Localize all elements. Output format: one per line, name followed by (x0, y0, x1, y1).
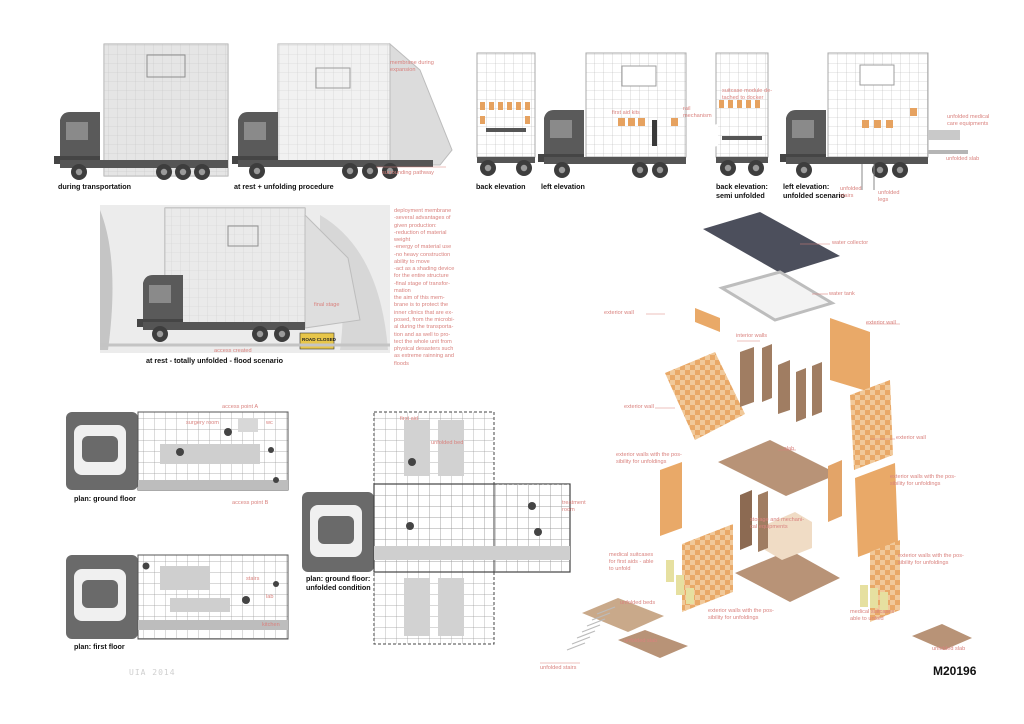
water-collector-panel (703, 212, 840, 274)
annotation-medical-suitcases-r: medical suitcases able to unfold (850, 609, 895, 622)
annotation-unfolded-bed: unfolded bed (431, 440, 464, 446)
caption-flood-scenario: at rest - totally unfolded - flood scena… (146, 356, 283, 365)
annotation-wc: wc (266, 420, 273, 426)
truck-back-elevation (476, 52, 536, 176)
annotation-first-aid-kits: first aid kits (612, 110, 640, 116)
annotation-medical-suitcases-l: medical suitcases for first aids - able … (609, 552, 654, 572)
caption-back-elevation-semi: back elevation: semi unfolded (716, 182, 768, 201)
annotation-unfolded-slab-top: unfolded slab (946, 156, 980, 162)
water-tank-frame (718, 270, 836, 322)
caption-at-rest-unfolding: at rest + unfolding procedure (234, 182, 334, 191)
annotation-interior-walls: interior walls (736, 333, 768, 339)
truck-back-semi-unfolded (715, 52, 769, 176)
exterior-wall-right-mid (850, 380, 893, 470)
plan-ground-floor (66, 411, 289, 491)
annotation-access-point-a: access point A (222, 404, 259, 410)
plan-first-floor (66, 554, 289, 640)
annotation-kitchen: kitchen (262, 622, 280, 628)
annotation-unfolded-slab-l: unfolded slab (624, 638, 658, 644)
annotation-ext-unfold-c: exterior walls with the pos- sibility fo… (708, 608, 774, 621)
annotation-unfolded-slab-r: unfolded slab (932, 646, 966, 652)
annotation-ext-unfold-r: exterior walls with the pos- sibility fo… (890, 474, 956, 487)
unfolded-stairs (566, 606, 616, 651)
slab-panel (718, 440, 838, 496)
caption-plan-ground: plan: ground floor (74, 494, 136, 503)
uia-watermark: UIA 2014 (129, 668, 176, 677)
caption-left-elevation-unfolded: left elevation: unfolded scenario (783, 182, 845, 201)
caption-back-elevation: back elevation (476, 182, 526, 191)
caption-left-elevation: left elevation (541, 182, 585, 191)
annotation-exterior-wall-l: exterior wall (604, 310, 634, 316)
annotation-water-tank: water tank (829, 291, 855, 297)
caption-during-transport: during transportation (58, 182, 132, 191)
annotation-membrane-during: membrane during expansion (390, 60, 434, 73)
deployment-membrane-notes: deployment membrane-several advantages o… (394, 208, 455, 367)
project-code: M20196 (933, 664, 977, 678)
annotation-exterior-wall-r2: exterior wall (896, 435, 926, 441)
annotation-exterior-wall-r: exterior wall (866, 320, 896, 326)
exterior-wall-lower-center (682, 524, 733, 612)
medical-suitcases (666, 560, 888, 610)
annotation-unfolded-stairs: unfolded stairs (540, 665, 577, 671)
truck-unfolding (232, 42, 453, 179)
exterior-wall-right-upper (830, 318, 870, 392)
annotation-ext-unfold-r2: exterior walls with the pos- sibility fo… (898, 553, 964, 566)
truck-during-transport (54, 43, 229, 180)
annotation-unfolded-medical: unfolded medical care equipments (947, 114, 990, 127)
annotation-access-point-b: access point B (232, 500, 269, 506)
annotation-water-collector: water collector (832, 240, 869, 246)
annotation-treatment-room: treatment room (562, 500, 586, 513)
caption-plan-ground-unfolded: plan: ground floor: unfolded condition (306, 574, 371, 593)
annotation-first-aid: first aid (400, 416, 419, 422)
annotation-lab: lab (266, 594, 274, 600)
annotation-suitcase-module: suitcase module de- tached to docker (722, 88, 773, 101)
annotation-access-created: access created (214, 348, 252, 354)
exterior-wall-left-upper (665, 352, 745, 440)
annotation-ext-unfold-l: exterior walls with the pos- sibility fo… (616, 452, 682, 465)
caption-plan-first: plan: first floor (74, 642, 125, 651)
annotation-unfolded-beds: unfolded beds (620, 600, 656, 606)
annotation-exterior-wall-l2: exterior wall (624, 404, 654, 410)
annotation-surrounding-pathway: surrounding pathway (382, 170, 434, 176)
annotation-unfolded-legs: unfolded legs (878, 190, 900, 203)
exploded-axonometric (566, 123, 972, 658)
annotation-unfolded-stairs-top: unfolded stairs (840, 186, 862, 199)
annotation-storage-mech: storage and mechani- cal equipments (750, 517, 805, 530)
annotation-stairs: stairs (246, 576, 260, 582)
unfolded-slab-left (582, 598, 664, 632)
unfolded-slab-right (912, 624, 972, 650)
truck-left-unfolded (780, 52, 968, 190)
flood-scenario-render (100, 205, 390, 353)
road-closed-label: ROAD CLOSED (302, 337, 336, 342)
annotation-rail-mechanism: rail mechanism (683, 106, 712, 119)
annotation-slab: slab (784, 446, 795, 452)
interior-wall-panels (740, 344, 822, 422)
plan-ground-unfolded (302, 411, 571, 645)
storage-block (765, 512, 812, 560)
truck-left-elevation (538, 52, 687, 178)
annotation-final-stage: final stage (314, 302, 340, 308)
annotation-surgery-room: surgery room (186, 420, 219, 426)
